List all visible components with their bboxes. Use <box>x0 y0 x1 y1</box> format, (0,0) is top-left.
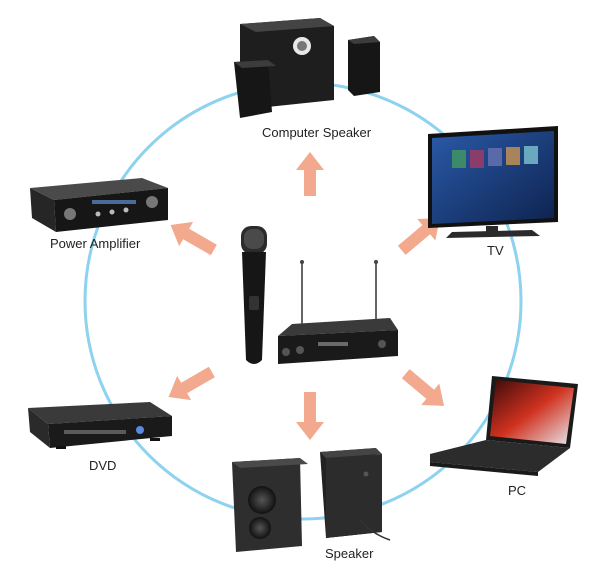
arrow-lower-left <box>162 360 219 409</box>
arrow-up <box>296 152 324 196</box>
wireless-receiver-icon <box>278 260 398 364</box>
arrow-lower-right <box>397 363 453 417</box>
arrow-down <box>296 392 324 440</box>
computer-speaker-icon <box>234 18 380 118</box>
tv-icon <box>428 126 558 238</box>
label-speaker: Speaker <box>325 546 373 561</box>
dvd-player-icon <box>28 402 172 449</box>
arrow-upper-left <box>164 213 221 262</box>
label-computer-speaker: Computer Speaker <box>262 125 371 140</box>
label-tv: TV <box>487 243 504 258</box>
label-dvd: DVD <box>89 458 116 473</box>
wireless-microphone-icon <box>241 226 267 364</box>
label-power-amplifier: Power Amplifier <box>50 236 140 251</box>
label-pc: PC <box>508 483 526 498</box>
laptop-icon <box>430 376 578 476</box>
speaker-icon <box>232 448 390 552</box>
amplifier-icon <box>30 178 168 232</box>
